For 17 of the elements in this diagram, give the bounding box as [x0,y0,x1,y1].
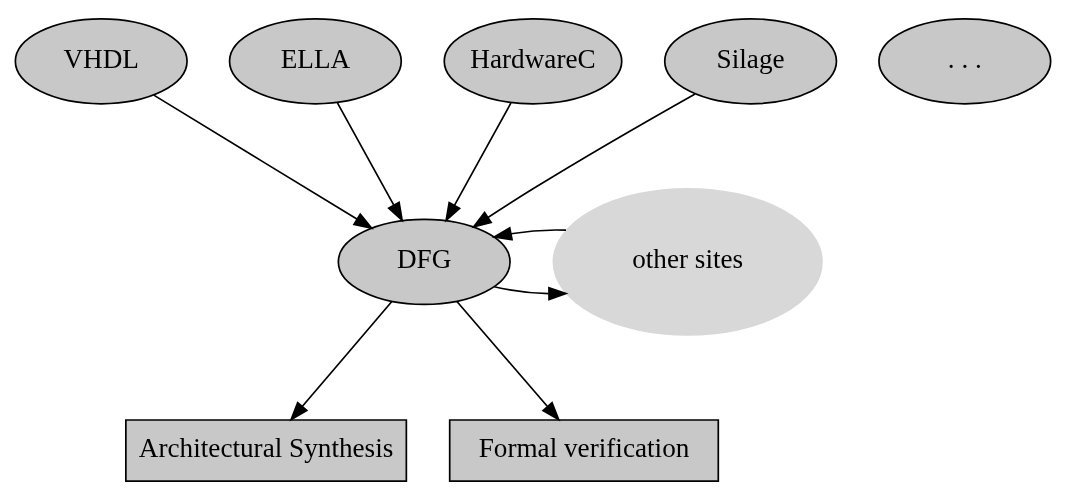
node-ellipse: HardwareC [443,17,623,105]
arrow [152,94,374,230]
arrow [336,101,404,223]
node-ellipse: Silage [663,17,838,105]
arrow [491,226,567,241]
arrow [289,300,393,422]
node-ellipse: other sites [552,187,823,336]
node-ellipse: VHDL [14,17,188,105]
arrow [456,300,561,422]
node-ellipse: ELLA [228,17,403,105]
node-ellipse: DFG [337,218,511,306]
node-ellipse: . . . [878,17,1052,105]
arrow [493,285,569,301]
arrow [444,102,512,223]
node-box: Formal verification [448,419,720,483]
node-box: Architectural Synthesis [125,419,408,483]
arrow [471,93,696,229]
